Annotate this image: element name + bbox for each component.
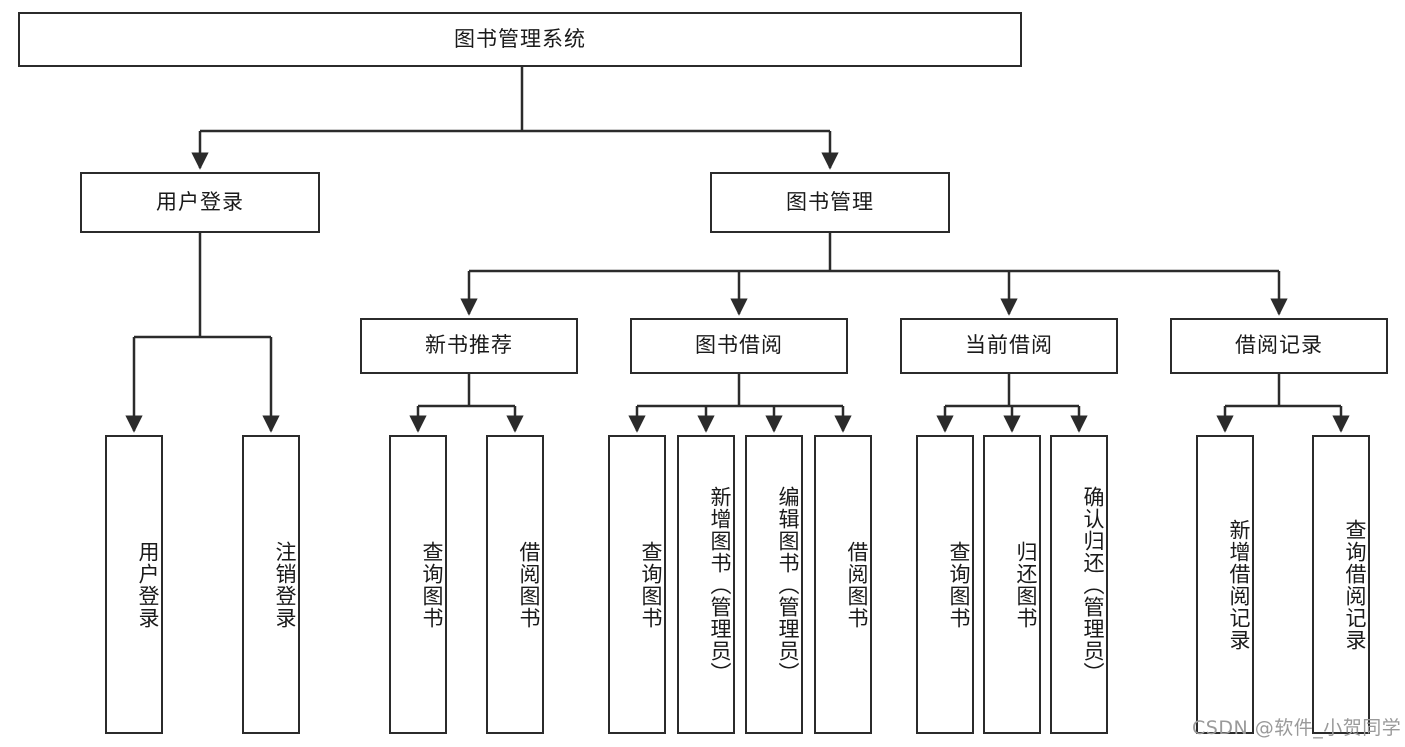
node-new-book-recommend-label: 新书推荐 [425, 333, 513, 358]
leaf-label: 新增借阅记录 [1227, 518, 1251, 651]
node-current-borrow[interactable]: 当前借阅 [900, 318, 1118, 374]
leaf-label: 归还图书 [1014, 540, 1038, 629]
leaf-label: 注销登录 [273, 540, 297, 629]
leaf-new-book-2[interactable]: 借阅图书 [486, 435, 544, 734]
node-borrow-record[interactable]: 借阅记录 [1170, 318, 1388, 374]
csdn-watermark: CSDN @软件_小贺同学 [1192, 717, 1402, 739]
node-book-borrow-label: 图书借阅 [695, 333, 783, 358]
leaf-book-borrow-4[interactable]: 借阅图书 [814, 435, 872, 734]
leaf-current-borrow-2[interactable]: 归还图书 [983, 435, 1041, 734]
leaf-book-borrow-2[interactable]: 新增图书（管理员） [677, 435, 735, 734]
node-new-book-recommend[interactable]: 新书推荐 [360, 318, 578, 374]
leaf-user-login-2[interactable]: 注销登录 [242, 435, 300, 734]
leaf-label: 新增图书（管理员） [708, 485, 732, 684]
leaf-label: 查询图书 [639, 540, 663, 629]
leaf-book-borrow-3[interactable]: 编辑图书（管理员） [745, 435, 803, 734]
leaf-current-borrow-3[interactable]: 确认归还（管理员） [1050, 435, 1108, 734]
leaf-label: 编辑图书（管理员） [776, 485, 800, 684]
leaf-label: 确认归还（管理员） [1081, 485, 1105, 684]
leaf-borrow-record-2[interactable]: 查询借阅记录 [1312, 435, 1370, 734]
leaf-label: 用户登录 [136, 540, 160, 629]
leaf-new-book-1[interactable]: 查询图书 [389, 435, 447, 734]
node-current-borrow-label: 当前借阅 [965, 333, 1053, 358]
leaf-book-borrow-1[interactable]: 查询图书 [608, 435, 666, 734]
node-book-manage-label: 图书管理 [786, 189, 874, 214]
leaf-current-borrow-1[interactable]: 查询图书 [916, 435, 974, 734]
node-user-login[interactable]: 用户登录 [80, 172, 320, 233]
leaf-borrow-record-1[interactable]: 新增借阅记录 [1196, 435, 1254, 734]
leaf-user-login-1[interactable]: 用户登录 [105, 435, 163, 734]
leaf-label: 查询图书 [947, 540, 971, 629]
leaf-label: 借阅图书 [845, 540, 869, 629]
node-book-manage[interactable]: 图书管理 [710, 172, 950, 233]
leaf-label: 借阅图书 [517, 540, 541, 629]
node-book-borrow[interactable]: 图书借阅 [630, 318, 848, 374]
leaf-label: 查询图书 [420, 540, 444, 629]
node-user-login-label: 用户登录 [156, 189, 244, 214]
leaf-label: 查询借阅记录 [1343, 518, 1367, 651]
node-borrow-record-label: 借阅记录 [1235, 333, 1323, 358]
node-root-label: 图书管理系统 [454, 26, 586, 51]
node-root[interactable]: 图书管理系统 [18, 12, 1022, 67]
